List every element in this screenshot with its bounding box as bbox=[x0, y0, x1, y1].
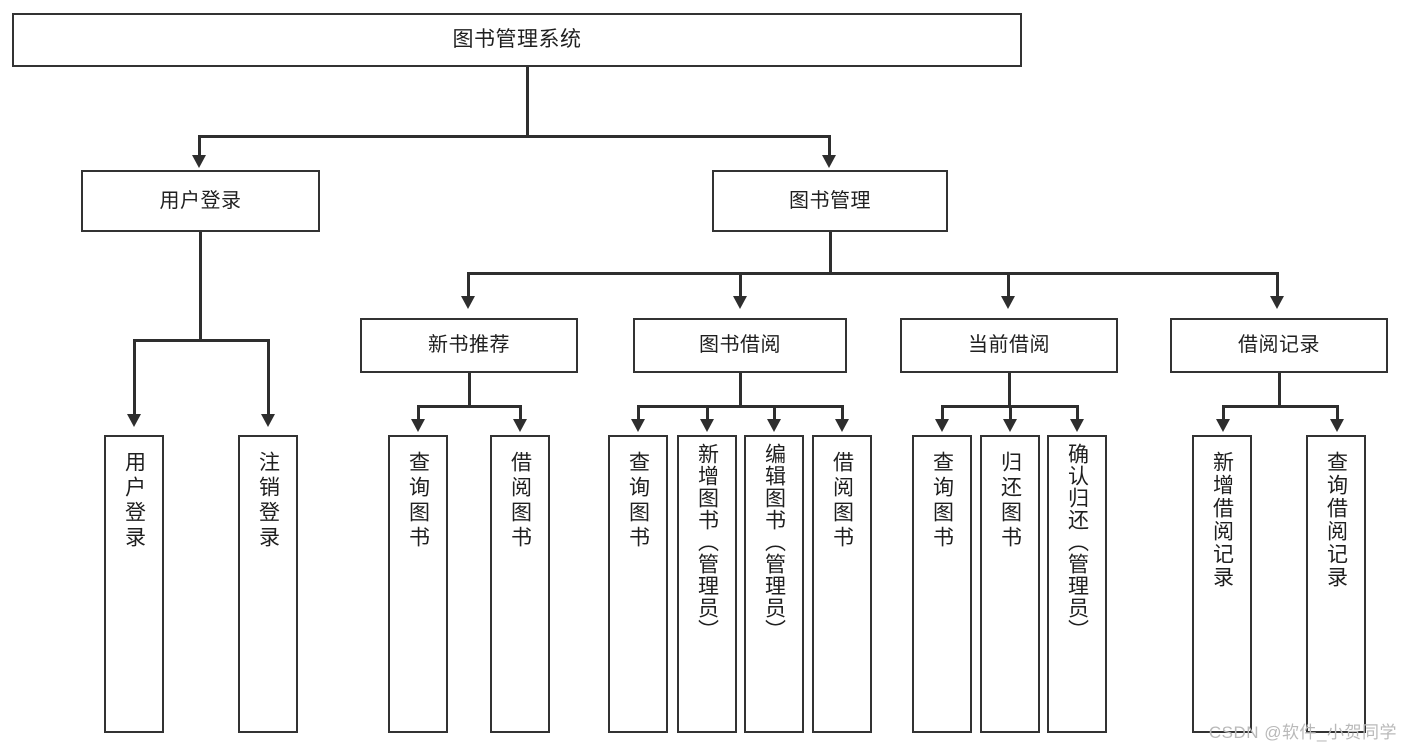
arrowhead-leaf-return-book bbox=[1003, 419, 1017, 432]
connector-current-borrow-stem bbox=[1008, 373, 1011, 407]
node-label: 查询图书 bbox=[930, 451, 954, 551]
node-label: 查询图书 bbox=[406, 451, 430, 551]
node-label: 用户登录 bbox=[122, 451, 146, 551]
leaf-borrow-book-borrow[interactable]: 借阅图书 bbox=[812, 435, 872, 733]
node-label: 查询图书 bbox=[626, 451, 650, 551]
arrowhead-current-borrow bbox=[1001, 296, 1015, 309]
arrowhead-leaf-borrow-book-2 bbox=[835, 419, 849, 432]
connector-root-to-book-mgmt bbox=[828, 135, 831, 157]
connector-root-stem bbox=[526, 67, 529, 135]
connector-book-borrow-child-4 bbox=[841, 405, 844, 421]
node-label: 注销登录 bbox=[256, 451, 280, 551]
arrowhead-borrow-record bbox=[1270, 296, 1284, 309]
connector-root-bar bbox=[198, 135, 830, 138]
leaf-query-book-new[interactable]: 查询图书 bbox=[388, 435, 448, 733]
connector-user-login-stem bbox=[199, 232, 202, 341]
connector-user-login-child-2 bbox=[267, 339, 270, 416]
arrowhead-leaf-query-book-1 bbox=[411, 419, 425, 432]
leaf-add-book-admin[interactable]: 新增图书（管理员） bbox=[677, 435, 737, 733]
connector-book-borrow-bar bbox=[637, 405, 843, 408]
node-label: 图书管理 bbox=[789, 189, 871, 212]
arrowhead-leaf-confirm-return bbox=[1070, 419, 1084, 432]
connector-borrow-record-stem bbox=[1278, 373, 1281, 407]
arrowhead-leaf-borrow-book-1 bbox=[513, 419, 527, 432]
connector-book-mgmt-child-3 bbox=[1007, 272, 1010, 298]
node-label: 图书借阅 bbox=[699, 334, 781, 356]
leaf-add-borrow-record[interactable]: 新增借阅记录 bbox=[1192, 435, 1252, 733]
node-label: 借阅记录 bbox=[1238, 334, 1320, 356]
connector-new-book-child-2 bbox=[519, 405, 522, 421]
connector-borrow-record-bar bbox=[1222, 405, 1338, 408]
node-label: 借阅图书 bbox=[830, 451, 854, 551]
node-user-login[interactable]: 用户登录 bbox=[81, 170, 320, 232]
node-label: 编辑图书（管理员） bbox=[762, 443, 786, 641]
connector-book-mgmt-bar bbox=[467, 272, 1278, 275]
leaf-query-borrow-record[interactable]: 查询借阅记录 bbox=[1306, 435, 1366, 733]
node-borrow-record[interactable]: 借阅记录 bbox=[1170, 318, 1388, 373]
arrowhead-leaf-user-login bbox=[127, 414, 141, 427]
connector-root-to-user-login bbox=[198, 135, 201, 157]
connector-book-borrow-child-2 bbox=[706, 405, 709, 421]
connector-borrow-record-child-1 bbox=[1222, 405, 1225, 421]
arrowhead-leaf-add-record bbox=[1216, 419, 1230, 432]
connector-book-mgmt-stem bbox=[829, 232, 832, 274]
node-book-management[interactable]: 图书管理 bbox=[712, 170, 948, 232]
node-new-book-recommend[interactable]: 新书推荐 bbox=[360, 318, 578, 373]
connector-borrow-record-child-2 bbox=[1336, 405, 1339, 421]
node-label: 新书推荐 bbox=[428, 334, 510, 356]
node-label: 新增借阅记录 bbox=[1210, 451, 1234, 589]
leaf-borrow-book-new[interactable]: 借阅图书 bbox=[490, 435, 550, 733]
connector-current-borrow-child-1 bbox=[941, 405, 944, 421]
node-label: 当前借阅 bbox=[968, 334, 1050, 356]
connector-current-borrow-child-3 bbox=[1076, 405, 1079, 421]
connector-book-mgmt-child-1 bbox=[467, 272, 470, 298]
leaf-query-book-borrow[interactable]: 查询图书 bbox=[608, 435, 668, 733]
node-label: 归还图书 bbox=[998, 451, 1022, 551]
node-label: 确认归还（管理员） bbox=[1065, 443, 1089, 641]
connector-new-book-bar bbox=[417, 405, 521, 408]
leaf-edit-book-admin[interactable]: 编辑图书（管理员） bbox=[744, 435, 804, 733]
node-label: 图书管理系统 bbox=[452, 27, 582, 51]
leaf-user-login[interactable]: 用户登录 bbox=[104, 435, 164, 733]
connector-user-login-child-1 bbox=[133, 339, 136, 416]
node-book-borrow[interactable]: 图书借阅 bbox=[633, 318, 847, 373]
node-label: 查询借阅记录 bbox=[1324, 451, 1348, 589]
arrowhead-book-mgmt bbox=[822, 155, 836, 168]
leaf-query-book-current[interactable]: 查询图书 bbox=[912, 435, 972, 733]
arrowhead-user-login bbox=[192, 155, 206, 168]
connector-new-book-child-1 bbox=[417, 405, 420, 421]
arrowhead-leaf-query-book-2 bbox=[631, 419, 645, 432]
connector-book-mgmt-child-4 bbox=[1276, 272, 1279, 298]
leaf-return-book[interactable]: 归还图书 bbox=[980, 435, 1040, 733]
node-root-system[interactable]: 图书管理系统 bbox=[12, 13, 1022, 67]
node-label: 新增图书（管理员） bbox=[695, 443, 719, 641]
arrowhead-leaf-query-record bbox=[1330, 419, 1344, 432]
node-current-borrow[interactable]: 当前借阅 bbox=[900, 318, 1118, 373]
arrowhead-leaf-logout bbox=[261, 414, 275, 427]
arrowhead-leaf-edit-book bbox=[767, 419, 781, 432]
node-label: 用户登录 bbox=[159, 189, 242, 212]
connector-book-borrow-child-3 bbox=[773, 405, 776, 421]
connector-current-borrow-child-2 bbox=[1009, 405, 1012, 421]
arrowhead-leaf-query-book-3 bbox=[935, 419, 949, 432]
connector-book-borrow-child-1 bbox=[637, 405, 640, 421]
connector-new-book-stem bbox=[468, 373, 471, 407]
arrowhead-new-book bbox=[461, 296, 475, 309]
connector-user-login-bar bbox=[133, 339, 268, 342]
leaf-logout[interactable]: 注销登录 bbox=[238, 435, 298, 733]
arrowhead-leaf-add-book bbox=[700, 419, 714, 432]
connector-book-mgmt-child-2 bbox=[739, 272, 742, 298]
connector-book-borrow-stem bbox=[739, 373, 742, 407]
leaf-confirm-return-admin[interactable]: 确认归还（管理员） bbox=[1047, 435, 1107, 733]
arrowhead-book-borrow bbox=[733, 296, 747, 309]
node-label: 借阅图书 bbox=[508, 451, 532, 551]
